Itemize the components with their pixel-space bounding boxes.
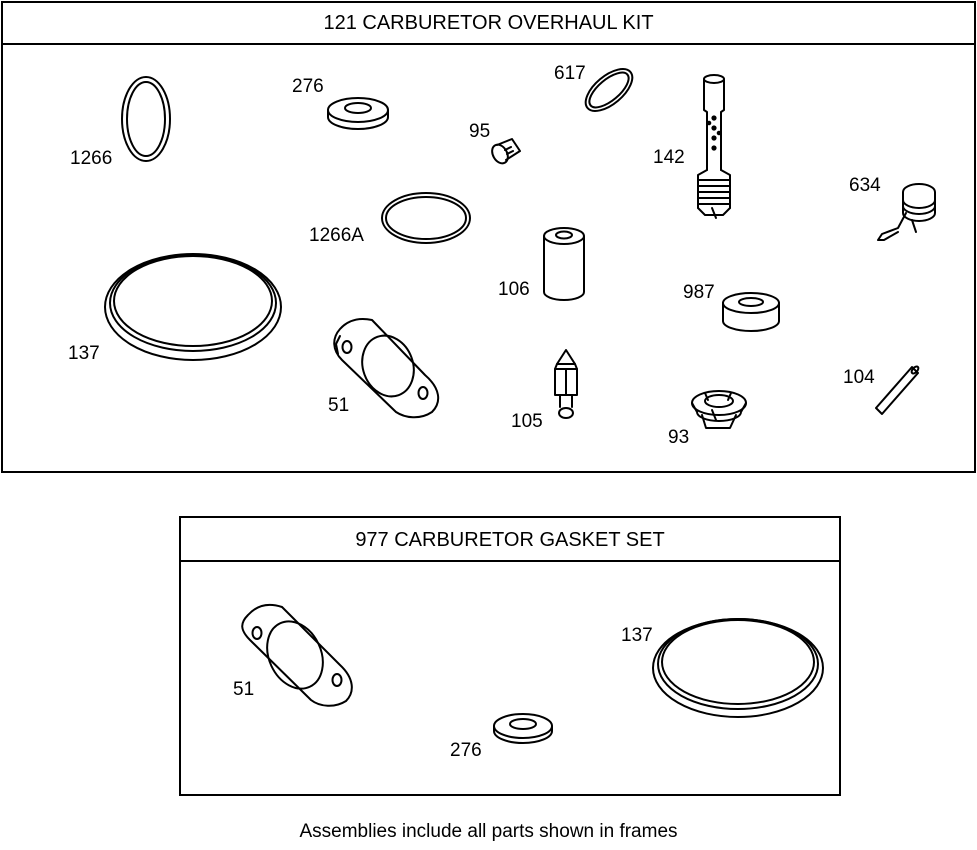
gasket-set-part-276 [493, 713, 553, 744]
part-51-gasket [333, 318, 440, 419]
part-104-pin [875, 365, 920, 415]
label-142: 142 [653, 147, 685, 168]
overhaul-kit-title: 121 CARBURETOR OVERHAUL KIT [3, 3, 974, 45]
overhaul-kit-frame: 121 CARBURETOR OVERHAUL KIT [1, 1, 976, 473]
part-106-bushing [543, 227, 585, 301]
footer-note: Assemblies include all parts shown in fr… [299, 821, 678, 842]
part-617-oring [584, 68, 634, 112]
part-1266a-oring [381, 192, 471, 244]
part-987-bushing [722, 292, 780, 332]
label-106: 106 [498, 279, 530, 300]
label-1266a: 1266A [309, 225, 364, 246]
label-987: 987 [683, 282, 715, 303]
gasket-set-title: 977 CARBURETOR GASKET SET [181, 518, 839, 562]
part-142-tube [697, 74, 731, 219]
gasket-set-frame: 977 CARBURETOR GASKET SET [179, 516, 841, 796]
gasket-label-51: 51 [233, 679, 255, 700]
part-276-washer [327, 97, 389, 130]
gasket-set-part-137 [652, 618, 824, 718]
gasket-set-part-51 [241, 603, 353, 707]
part-105-needle [554, 349, 578, 419]
label-104: 104 [843, 367, 875, 388]
label-105: 105 [511, 411, 543, 432]
label-634: 634 [849, 175, 881, 196]
label-137: 137 [68, 343, 100, 364]
label-276: 276 [292, 76, 324, 97]
label-617: 617 [554, 63, 586, 84]
label-93: 93 [668, 427, 690, 448]
part-1266-oring [121, 76, 171, 162]
gasket-label-276: 276 [450, 740, 482, 761]
label-51: 51 [328, 395, 350, 416]
label-95: 95 [469, 121, 491, 142]
label-1266: 1266 [70, 148, 113, 169]
part-95-screw [491, 138, 521, 165]
part-634-spring [877, 183, 936, 241]
part-137-gasket [104, 253, 282, 361]
part-93-retainer [691, 390, 747, 429]
gasket-label-137: 137 [621, 625, 653, 646]
